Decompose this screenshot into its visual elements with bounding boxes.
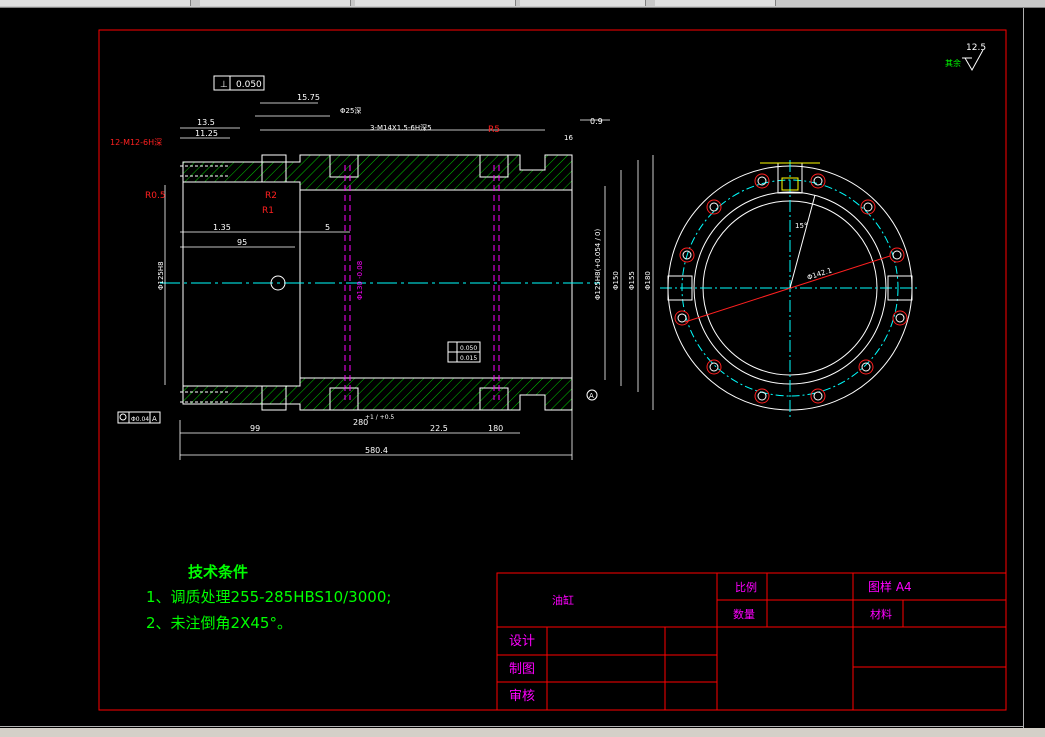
bottom-wall-section (182, 377, 573, 411)
cad-drawing-canvas[interactable]: 12.5 其余 (0, 7, 1045, 729)
left-bore (182, 181, 301, 387)
notes-title: 技术条件 (188, 563, 248, 581)
roughness-symbol: 12.5 其余 (945, 43, 986, 72)
r05-label: R0.5 (145, 191, 166, 201)
svg-text:⊥: ⊥ (220, 80, 228, 90)
dim-1-35: 1.35 (213, 223, 231, 232)
datum-symbol: A (589, 392, 594, 400)
dia-pcd: Φ142.1 (806, 266, 833, 282)
dimension-lines (164, 102, 654, 460)
r5-label: R5 (488, 125, 500, 135)
qty-label: 数量 (733, 608, 755, 621)
toolbar-field-2[interactable] (200, 0, 351, 6)
tapped-callout: 3-M14X1.5-6H深5 (370, 123, 432, 132)
toolbar-field-3[interactable] (355, 0, 516, 6)
window-toolbar-strip (0, 0, 1045, 8)
drawing-label: 制图 (509, 662, 535, 677)
title-block (496, 572, 1007, 711)
dim-16: 16 (564, 134, 573, 142)
title-block-text: 油缸 比例 图样 A4 数量 材料 设计 制图 审核 (509, 579, 912, 704)
dia-mid: Φ130 -0.08 (356, 261, 364, 300)
main-bore (299, 189, 573, 379)
viewport-bottom-edge (0, 726, 1023, 727)
dia-180: Φ180 (644, 271, 652, 290)
roughness-value: 12.5 (966, 43, 986, 53)
r1-label: R1 (262, 206, 274, 216)
dia-left: Φ125H8 (157, 261, 165, 290)
coax-tol: Φ0.04 (131, 416, 149, 423)
dim-180: 180 (488, 424, 503, 433)
r2-label: R2 (265, 191, 277, 201)
dimension-texts: ⊥ 0.050 12-M12-6H深 3-M14X1.5-6H深5 R0.5 R… (110, 75, 652, 455)
notes-line-2: 2、未注倒角2X45°。 (146, 614, 292, 632)
dim-580-4: 580.4 (365, 446, 388, 455)
datum-ref: A (152, 415, 157, 423)
dia-155: Φ155 (628, 271, 636, 290)
dim-95: 95 (237, 238, 247, 247)
part-name: 油缸 (552, 593, 574, 607)
technical-notes: 技术条件 1、调质处理255-285HBS10/3000; 2、未注倒角2X45… (146, 563, 391, 632)
viewport-right-edge (1023, 8, 1024, 728)
status-bar (0, 728, 1045, 737)
review-label: 审核 (509, 689, 535, 704)
ratio-label: 比例 (735, 580, 757, 594)
toolbar-field-4[interactable] (520, 0, 646, 6)
dim-13-5: 13.5 (197, 118, 215, 127)
dim-280: 280 (353, 418, 368, 427)
top-wall-section (182, 154, 573, 191)
dim-11-25: 11.25 (195, 129, 218, 138)
thread-callout: 12-M12-6H深 (110, 138, 162, 147)
dia-right: Φ125H8(+0.054 / 0) (594, 229, 602, 300)
dim-0-9: 0.9 (590, 117, 603, 126)
notes-line-1: 1、调质处理255-285HBS10/3000; (146, 588, 391, 606)
toolbar-field-1[interactable] (0, 0, 191, 6)
dim-25-deep: Φ25深 (340, 106, 361, 115)
material-label: 材料 (870, 607, 892, 621)
toolbar-field-5[interactable] (655, 0, 776, 6)
end-view: 15° Φ142.1 (660, 160, 920, 418)
runout-2: 0.015 (460, 355, 477, 362)
dim-280-tol: +1 / +0.5 (365, 414, 394, 421)
runout-1: 0.050 (460, 345, 477, 352)
dim-99: 99 (250, 424, 260, 433)
angle-15: 15° (795, 222, 807, 230)
design-label: 设计 (509, 634, 535, 649)
perp-tolerance: 0.050 (236, 80, 262, 90)
dim-15-75: 15.75 (297, 93, 320, 102)
roughness-label: 其余 (945, 58, 961, 68)
dim-5: 5 (325, 223, 330, 232)
dia-150: Φ150 (612, 271, 620, 290)
sheet-label: 图样 A4 (868, 579, 912, 594)
dim-22-5: 22.5 (430, 424, 448, 433)
section-view (160, 154, 600, 411)
